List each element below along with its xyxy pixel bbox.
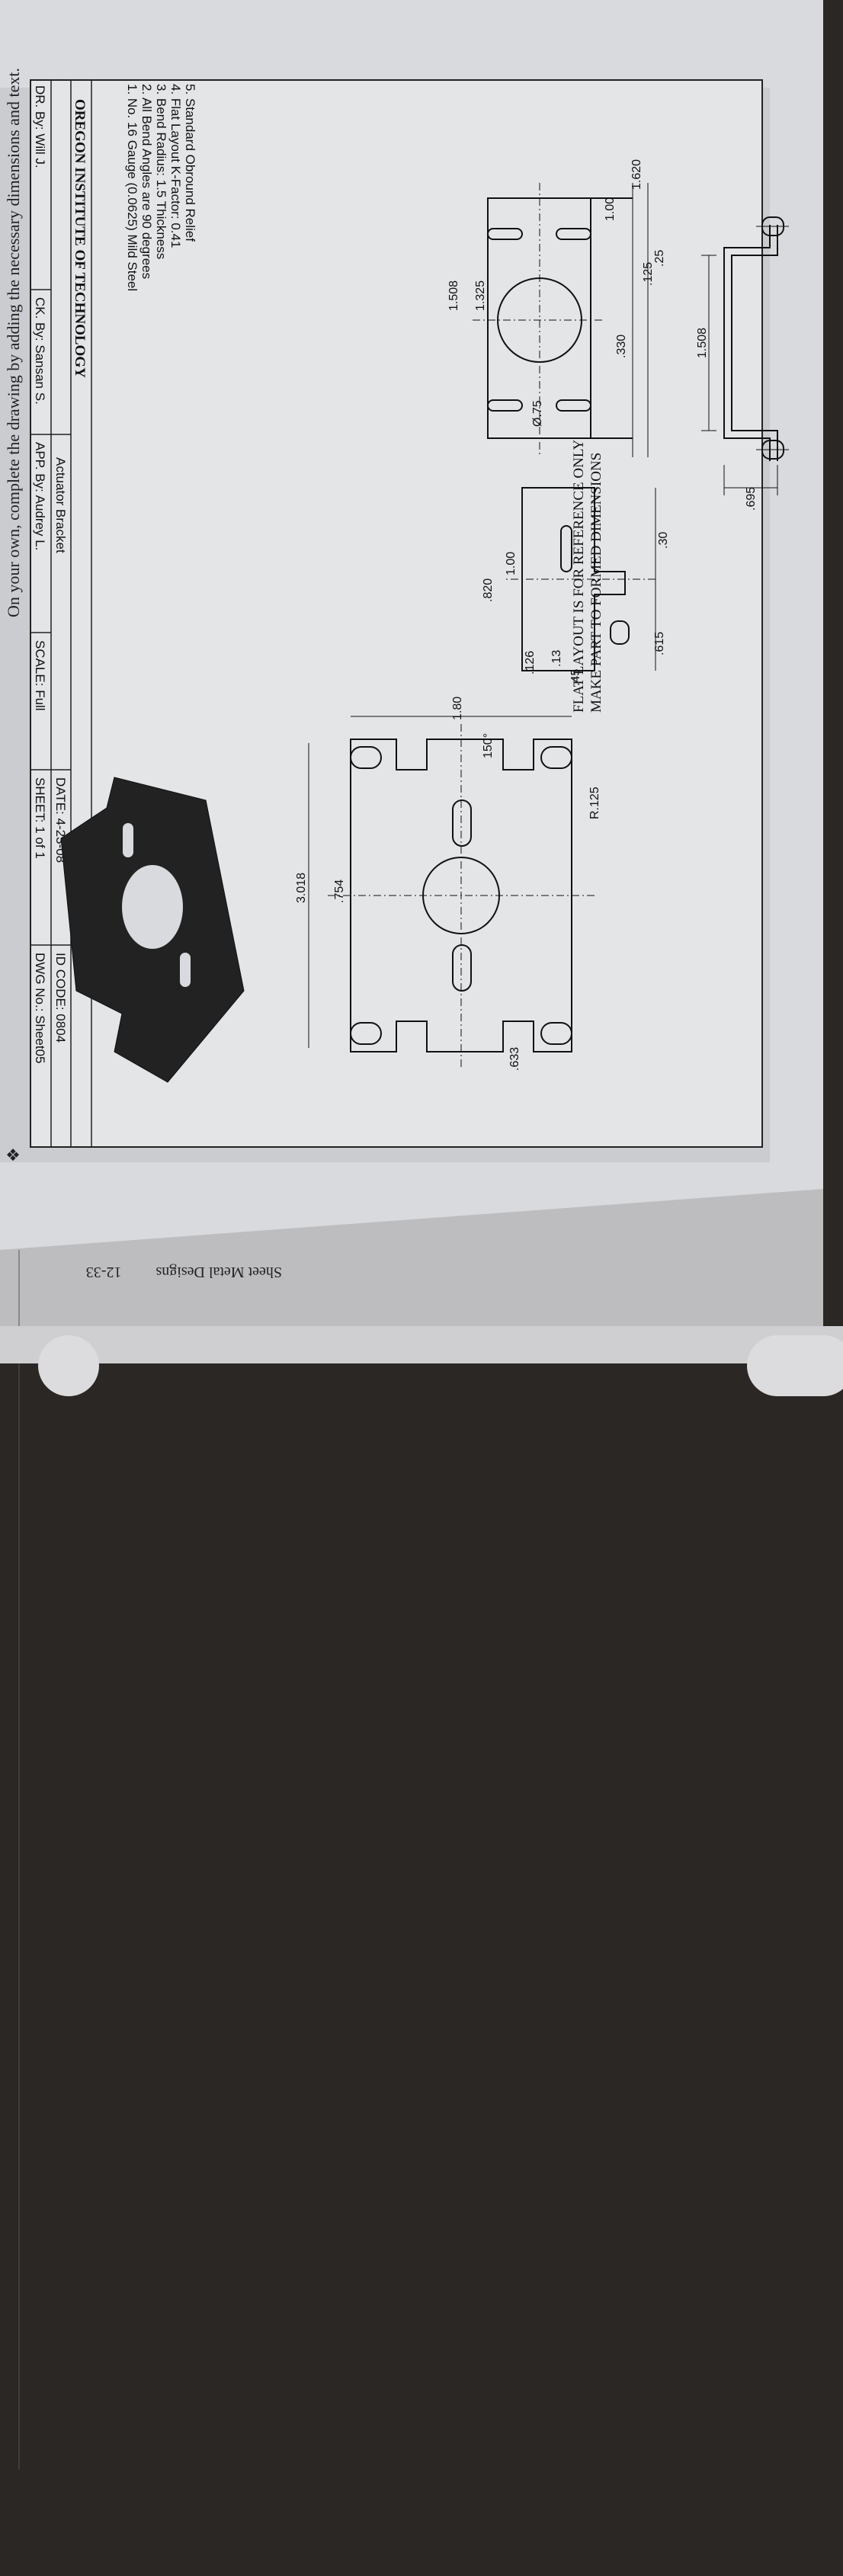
note-5: 5. Standard Obround Relief (183, 84, 197, 242)
top-view (701, 216, 789, 495)
footer-svg (18, 1250, 20, 2469)
dim-front-1508: 1.508 (447, 280, 460, 311)
drawing-sheet: OREGON INSTITUTE OF TECHNOLOGY Actuator … (0, 68, 823, 1326)
viewer-bottom-bar (0, 1326, 843, 1396)
dim-side-100: 1.00 (505, 552, 518, 575)
footer-section-title: Sheet Metal Designs (155, 1264, 282, 1280)
scale-field: SCALE: Full (33, 640, 47, 711)
dim-front-330: .330 (615, 335, 628, 358)
dim-front-125: .125 (642, 262, 655, 286)
dim-flat-754: .754 (333, 879, 346, 903)
dim-side-30: .30 (657, 532, 670, 549)
dim-side-126: .126 (524, 651, 537, 674)
dim-front-1325: 1.325 (474, 280, 487, 311)
part-name: Actuator Bracket (53, 457, 68, 553)
dim-top-height: .695 (745, 487, 758, 511)
school-name: OREGON INSTITUTE OF TECHNOLOGY (72, 99, 88, 378)
note-3: 3. Bend Radius: 1.5 Thickness (154, 84, 168, 259)
checked-by-field: CK. By: Sansan S. (33, 297, 47, 405)
instruction-bullet: ❖ (4, 1147, 23, 1162)
dim-flat-r125: R.125 (588, 787, 601, 819)
dwg-no-field: DWG No.: Sheet05 (33, 953, 47, 1064)
flat-note-line2: MAKE PART TO FORMED DIMENSIONS (588, 453, 604, 713)
title-block (30, 79, 92, 1148)
front-view (473, 183, 649, 457)
approved-by-field: APP. By: Audrey L. (33, 442, 47, 550)
footer-line: Sheet Metal Designs 12-33 (38, 1258, 282, 1280)
dim-front-100: 1.00 (604, 197, 617, 221)
note-4: 4. Flat Layout K-Factor: 0.41 (168, 84, 183, 248)
footer-page-number: 12-33 (85, 1264, 122, 1280)
note-1: 1. No. 16 Gauge (0.0625) Mild Steel (125, 84, 139, 291)
page-footer (0, 1250, 46, 2576)
dim-side-820: .820 (482, 578, 495, 602)
dim-front-dia: Ø.75 (531, 400, 544, 427)
dim-side-615: .615 (653, 632, 666, 655)
dim-front-1620: 1.620 (630, 159, 643, 190)
side-view (503, 487, 656, 671)
dim-side-45: .45 (569, 669, 582, 686)
dim-side-13: .13 (550, 650, 563, 667)
id-code-field: ID CODE: 0804 (53, 953, 68, 1043)
dim-flat-150: 150° (482, 733, 495, 758)
sheet-field: SHEET: 1 of 1 (33, 777, 47, 859)
dim-flat-633: .633 (508, 1047, 521, 1071)
dim-flat-3018: 3.018 (295, 873, 308, 903)
note-2: 2. All Bend Angles are 90 degrees (139, 84, 154, 279)
rotated-page-content: OREGON INSTITUTE OF TECHNOLOGY Actuator … (0, 68, 823, 1326)
book-page: OREGON INSTITUTE OF TECHNOLOGY Actuator … (0, 0, 823, 2469)
notes-list: 1. No. 16 Gauge (0.0625) Mild Steel 2. A… (125, 84, 197, 291)
dim-top-width: 1.508 (696, 328, 709, 358)
right-pill-button[interactable] (747, 1335, 843, 1396)
flat-note-line1: FLAT LAYOUT IS FOR REFERENCE ONLY (571, 439, 587, 713)
instruction-text: On your own, complete the drawing by add… (4, 68, 23, 617)
dim-front-25: .25 (653, 250, 666, 267)
left-circle-button[interactable] (38, 1335, 99, 1396)
isometric-part-image (60, 777, 245, 1083)
flat-layout (308, 716, 595, 1067)
dim-flat-180: 1.80 (451, 697, 464, 720)
drawn-by-field: DR. By: Will J. (33, 85, 47, 168)
